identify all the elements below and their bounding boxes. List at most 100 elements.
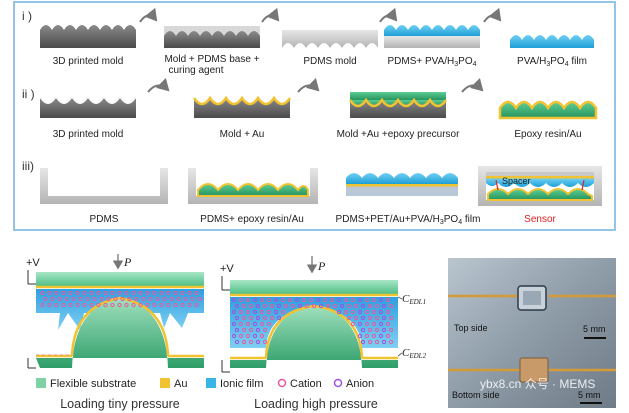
- ion-dot: [255, 339, 261, 345]
- ion-dot: [138, 302, 143, 308]
- ion-dot: [308, 297, 314, 303]
- ion-dot: [255, 303, 261, 309]
- ion-dot: [47, 290, 52, 296]
- ion-dot: [54, 290, 59, 296]
- legend-substrate: Flexible substrate: [50, 378, 136, 390]
- row3-pet-au-pva: [346, 173, 458, 196]
- ion-dot: [248, 327, 254, 333]
- ion-dot: [197, 296, 202, 302]
- arrow-6: [297, 77, 320, 93]
- row2-mold: [40, 98, 136, 118]
- ion-dot: [183, 296, 188, 302]
- ion-dot: [245, 297, 251, 303]
- ion-dot: [360, 315, 366, 321]
- ion-dot: [117, 302, 122, 308]
- ion-dot: [75, 290, 80, 296]
- row1-pdms-pva: [384, 25, 480, 48]
- sensor-photo: Top side 5 mm Bottom side 5 mm ybx8.cn 众…: [448, 258, 616, 408]
- ion-dot: [304, 303, 310, 309]
- ion-dot: [231, 333, 237, 339]
- ion-dot: [78, 296, 83, 302]
- ion-dot: [231, 297, 237, 303]
- row3-caption-2: PDMS+ epoxy resin/Au: [200, 214, 304, 225]
- arrow-2: [261, 7, 280, 23]
- ion-dot: [269, 315, 275, 321]
- ion-dot: [252, 321, 258, 327]
- ion-dot: [89, 290, 94, 296]
- ion-dot: [350, 321, 356, 327]
- edl1-label: CEDL1: [402, 293, 426, 306]
- photo-top-label: Top side: [454, 323, 488, 333]
- ion-dot: [173, 290, 178, 296]
- ion-dot: [371, 297, 377, 303]
- ion-dot: [381, 327, 387, 333]
- ion-dot: [82, 290, 87, 296]
- ion-dot: [89, 302, 94, 308]
- ion-dot: [180, 302, 185, 308]
- ion-dot: [378, 297, 384, 303]
- ion-dot: [103, 302, 108, 308]
- ion-dot: [273, 309, 279, 315]
- mechanism-high-pressure: +V P CEDL1 CEDL2 Loading high pressure: [220, 256, 427, 411]
- ion-dot: [371, 321, 377, 327]
- ion-dot: [43, 296, 48, 302]
- row2-caption-3: Mold +Au +epoxy precursor: [337, 129, 461, 140]
- ion-dot: [381, 303, 387, 309]
- ion-dot: [329, 297, 335, 303]
- row3-caption-1: PDMS: [90, 214, 119, 225]
- row1-pva-film: [510, 35, 594, 48]
- ion-dot: [238, 309, 244, 315]
- photo-scale-2: 5 mm: [578, 390, 601, 400]
- ion-dot: [40, 290, 45, 296]
- ion-dot: [273, 297, 279, 303]
- row1-caption-2b: curing agent: [168, 65, 223, 76]
- ion-dot: [357, 309, 363, 315]
- ion-dot: [131, 290, 136, 296]
- ion-dot: [166, 290, 171, 296]
- ion-dot: [241, 327, 247, 333]
- row1-caption-2a: Mold + PDMS base +: [164, 54, 259, 65]
- ion-dot: [364, 333, 370, 339]
- arrow-5: [147, 77, 170, 93]
- row1-caption-3: PDMS mold: [303, 56, 356, 67]
- ion-dot: [357, 297, 363, 303]
- ion-dot: [259, 333, 265, 339]
- ion-dot: [360, 303, 366, 309]
- arrow-3: [379, 7, 398, 23]
- ion-dot: [374, 339, 380, 345]
- ion-dot: [248, 315, 254, 321]
- pressure-label-2: P: [317, 259, 326, 273]
- ion-dot: [371, 309, 377, 315]
- ion-dot: [176, 296, 181, 302]
- legend-swatch-substrate: [36, 378, 46, 388]
- ion-dot: [141, 296, 146, 302]
- ion-dot: [75, 302, 80, 308]
- ion-dot: [252, 309, 258, 315]
- ion-dot: [68, 302, 73, 308]
- arrow-7: [461, 77, 484, 93]
- ion-dot: [238, 321, 244, 327]
- ion-dot: [131, 302, 136, 308]
- ion-dot: [378, 333, 384, 339]
- ion-dot: [269, 303, 275, 309]
- ion-dot: [346, 303, 352, 309]
- ion-dot: [266, 309, 272, 315]
- ion-dot: [96, 290, 101, 296]
- ion-dot: [113, 296, 118, 302]
- ion-dot: [336, 297, 342, 303]
- row2-mold-au-epoxy: [348, 92, 448, 118]
- ion-dot: [385, 333, 391, 339]
- bottom-side-sensor: [519, 357, 549, 383]
- row1-caption-1: 3D printed mold: [53, 56, 124, 67]
- pressure-label-1: P: [123, 255, 132, 269]
- ion-dot: [234, 339, 240, 345]
- ion-dot: [301, 297, 307, 303]
- ion-dot: [290, 303, 296, 309]
- ion-dot: [47, 302, 52, 308]
- ion-dot: [152, 290, 157, 296]
- ion-dot: [332, 303, 338, 309]
- row2-caption-4: Epoxy resin/Au: [514, 129, 581, 140]
- row2-epoxy-au: [498, 100, 598, 120]
- ion-dot: [190, 296, 195, 302]
- ion-dot: [378, 321, 384, 327]
